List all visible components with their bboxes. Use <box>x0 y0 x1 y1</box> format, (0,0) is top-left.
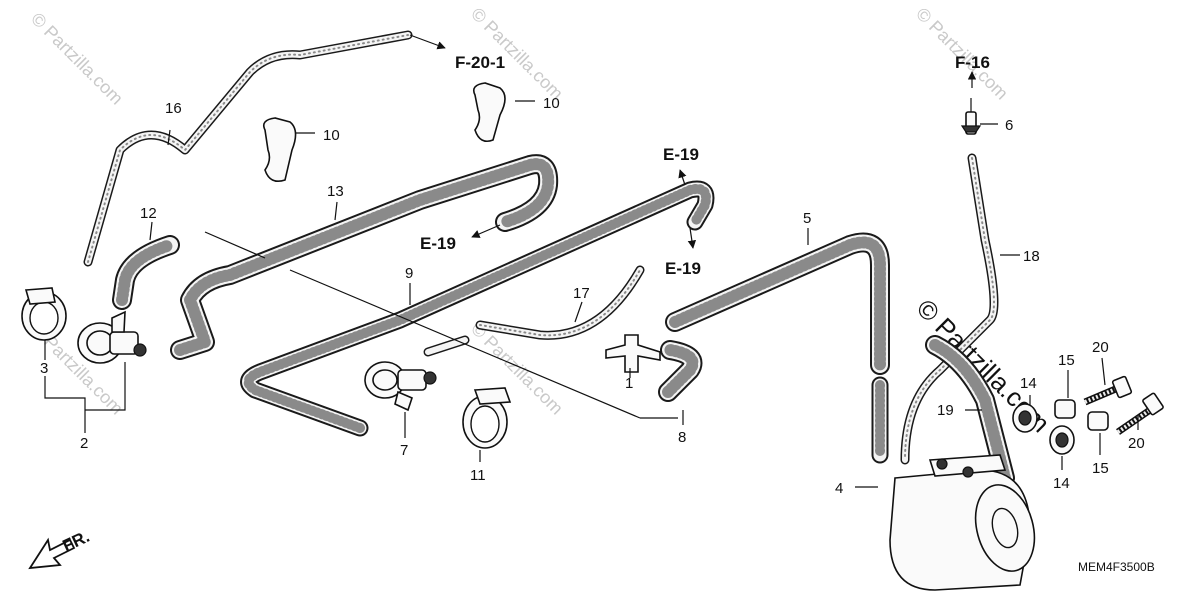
label-13: 13 <box>327 183 344 200</box>
diagram-code: MEM4F3500B <box>1078 560 1155 574</box>
front-direction-indicator: FR. <box>28 527 93 570</box>
label-5: 5 <box>803 210 811 227</box>
label-10a: 10 <box>323 127 340 144</box>
clamp-11 <box>462 387 512 449</box>
fitting-6 <box>960 98 982 135</box>
label-14b: 14 <box>1053 475 1070 492</box>
label-2: 2 <box>80 435 88 452</box>
collar-15b <box>1087 411 1109 431</box>
t-joint-1 <box>605 334 661 373</box>
label-15a: 15 <box>1058 352 1075 369</box>
label-10b: 10 <box>543 95 560 112</box>
label-8: 8 <box>678 429 686 446</box>
label-14a: 14 <box>1020 375 1037 392</box>
front-arrow-icon <box>28 537 76 570</box>
bolt-20a <box>1083 375 1133 406</box>
label-20a: 20 <box>1092 339 1109 356</box>
hose-16 <box>83 30 413 267</box>
label-1: 1 <box>625 375 633 392</box>
label-11: 11 <box>470 467 486 484</box>
label-20b: 20 <box>1128 435 1145 452</box>
ref-f-16: F-16 <box>955 53 990 72</box>
ref-f-20-1: F-20-1 <box>455 53 505 72</box>
clamp-3 <box>21 287 67 341</box>
label-4: 4 <box>835 480 843 497</box>
label-6: 6 <box>1005 117 1013 134</box>
label-19: 19 <box>937 402 954 419</box>
hose-12 <box>112 235 180 310</box>
hose-5 <box>665 232 890 375</box>
collar-15a <box>1054 399 1076 419</box>
canister-4 <box>889 454 1036 591</box>
ref-e-19-top: E-19 <box>663 145 699 164</box>
hose-8 <box>658 340 703 402</box>
label-7: 7 <box>400 442 408 459</box>
label-17: 17 <box>573 285 590 302</box>
part-labels: 1 2 3 4 5 6 7 8 9 10 10 11 12 13 14 14 1… <box>40 95 1145 497</box>
reference-arrows <box>409 34 977 249</box>
hose-18 <box>900 153 999 465</box>
hose-19 <box>925 335 1015 488</box>
hose-13 <box>170 154 559 360</box>
clip-10a <box>262 117 297 183</box>
hose-17 <box>475 265 645 340</box>
leader-lines <box>44 100 1139 488</box>
grommet-14b <box>1049 425 1075 455</box>
watermark-text: © Partzilla.com <box>27 9 127 109</box>
parts <box>21 82 1164 591</box>
air-valve-2 <box>77 310 147 364</box>
hose-9 <box>240 180 715 437</box>
label-3: 3 <box>40 360 48 377</box>
grommet-14a <box>1012 403 1038 433</box>
bolt-20b <box>1116 392 1164 435</box>
hoses <box>83 30 1015 488</box>
ref-e-19-right: E-19 <box>665 259 701 278</box>
clip-10b <box>472 82 506 143</box>
ref-e-19-left: E-19 <box>420 234 456 253</box>
label-9: 9 <box>405 265 413 282</box>
air-valve-7 <box>364 361 437 412</box>
watermark-layer: © Partzilla.com © Partzilla.com © Partzi… <box>27 4 1056 438</box>
label-16: 16 <box>165 100 182 117</box>
label-18: 18 <box>1023 248 1040 265</box>
label-12: 12 <box>140 205 157 222</box>
label-15b: 15 <box>1092 460 1109 477</box>
